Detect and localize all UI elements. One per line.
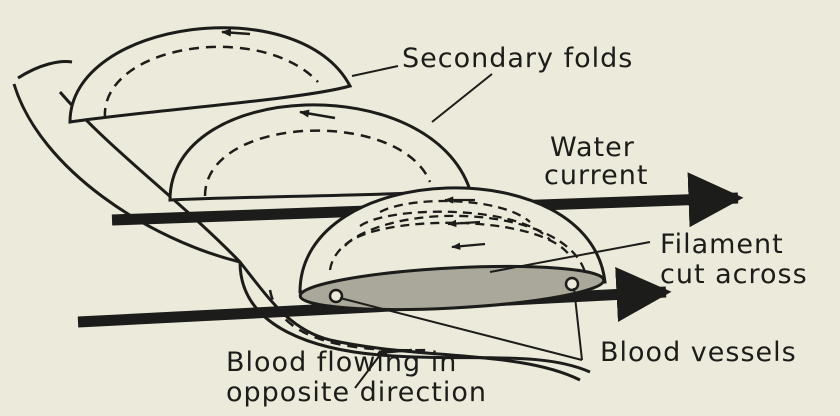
- label-secondary-folds: Secondary folds: [402, 44, 633, 74]
- leader-secondary-folds-2: [432, 74, 492, 122]
- label-filament-line1: Filament: [660, 230, 808, 260]
- secondary-fold-middle: [170, 105, 470, 200]
- label-water-current-line1: Water: [544, 134, 648, 162]
- blood-vessel-left: [330, 290, 342, 302]
- label-blood-flow: Blood flowing in opposite direction: [226, 348, 487, 408]
- label-blood-flow-line1: Blood flowing in: [226, 348, 487, 378]
- label-water-current-line2: current: [544, 162, 648, 190]
- label-secondary-folds-text: Secondary folds: [402, 44, 633, 74]
- label-water-current: Water current: [544, 134, 648, 190]
- label-blood-vessels-text: Blood vessels: [600, 338, 797, 368]
- label-blood-vessels: Blood vessels: [600, 338, 797, 368]
- blood-vessel-right: [566, 278, 578, 290]
- leader-secondary-folds-1: [352, 66, 398, 76]
- label-filament-line2: cut across: [660, 260, 808, 290]
- label-filament: Filament cut across: [660, 230, 808, 290]
- label-blood-flow-line2: opposite direction: [226, 378, 487, 408]
